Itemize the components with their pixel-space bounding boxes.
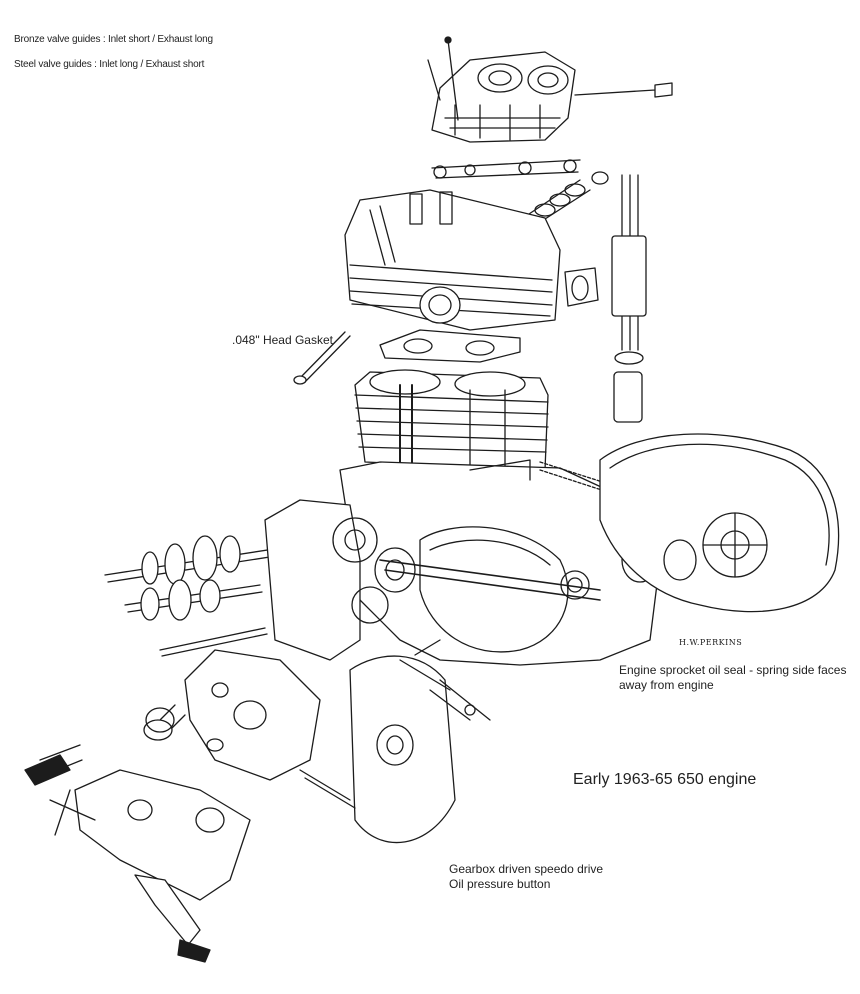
timing-cover — [350, 656, 470, 843]
primary-cover — [600, 434, 839, 612]
speedo-drive-label: Gearbox driven speedo drive — [449, 862, 604, 876]
gearbox-housing — [265, 500, 415, 660]
engine-title: Early 1963-65 650 engine — [573, 771, 757, 788]
bronze-guides-note: Bronze valve guides : Inlet short / Exha… — [14, 34, 213, 45]
head-gasket-label: .048" Head Gasket — [232, 333, 333, 347]
sprocket-seal-label-line1: Engine sprocket oil seal - spring side f… — [619, 663, 847, 677]
inner-gearbox-cover — [144, 650, 320, 780]
oil-pressure-label: Oil pressure button — [449, 877, 551, 891]
pushrods — [612, 175, 646, 422]
rocker-box — [428, 37, 672, 142]
steel-guides-note: Steel valve guides : Inlet long / Exhaus… — [14, 59, 205, 70]
small-parts — [146, 640, 490, 808]
rocker-arms — [432, 160, 608, 248]
sprocket-seal-label-line2: away from engine — [619, 678, 714, 692]
outer-gearbox-cover — [25, 745, 250, 962]
cylinder-head — [345, 190, 598, 330]
cylinder-block — [355, 370, 548, 500]
artist-signature: H.W.PERKINS — [679, 638, 743, 647]
head-gasket — [294, 330, 520, 384]
